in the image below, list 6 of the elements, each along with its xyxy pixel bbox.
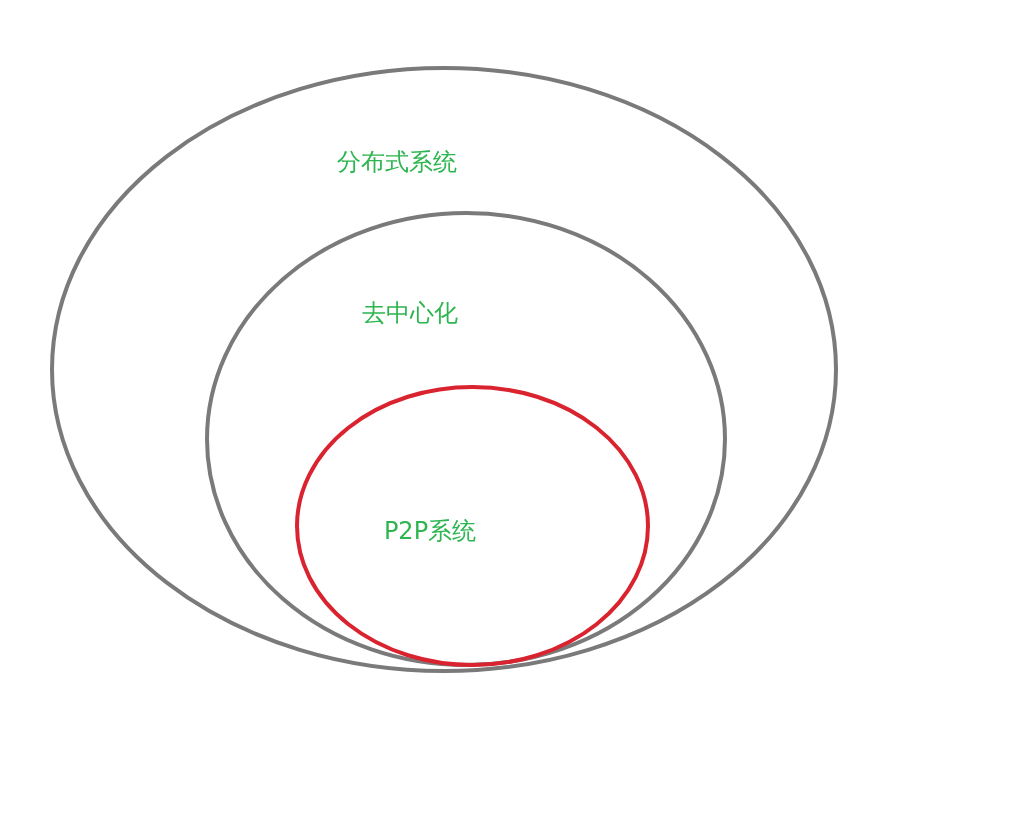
ellipse-node bbox=[50, 66, 838, 673]
node-label: 去中心化 bbox=[362, 298, 458, 329]
node-label: P2P系统 bbox=[383, 516, 477, 547]
ellipse-node bbox=[295, 385, 650, 667]
ellipse-node bbox=[205, 211, 727, 667]
node-label: 分布式系统 bbox=[337, 147, 457, 178]
